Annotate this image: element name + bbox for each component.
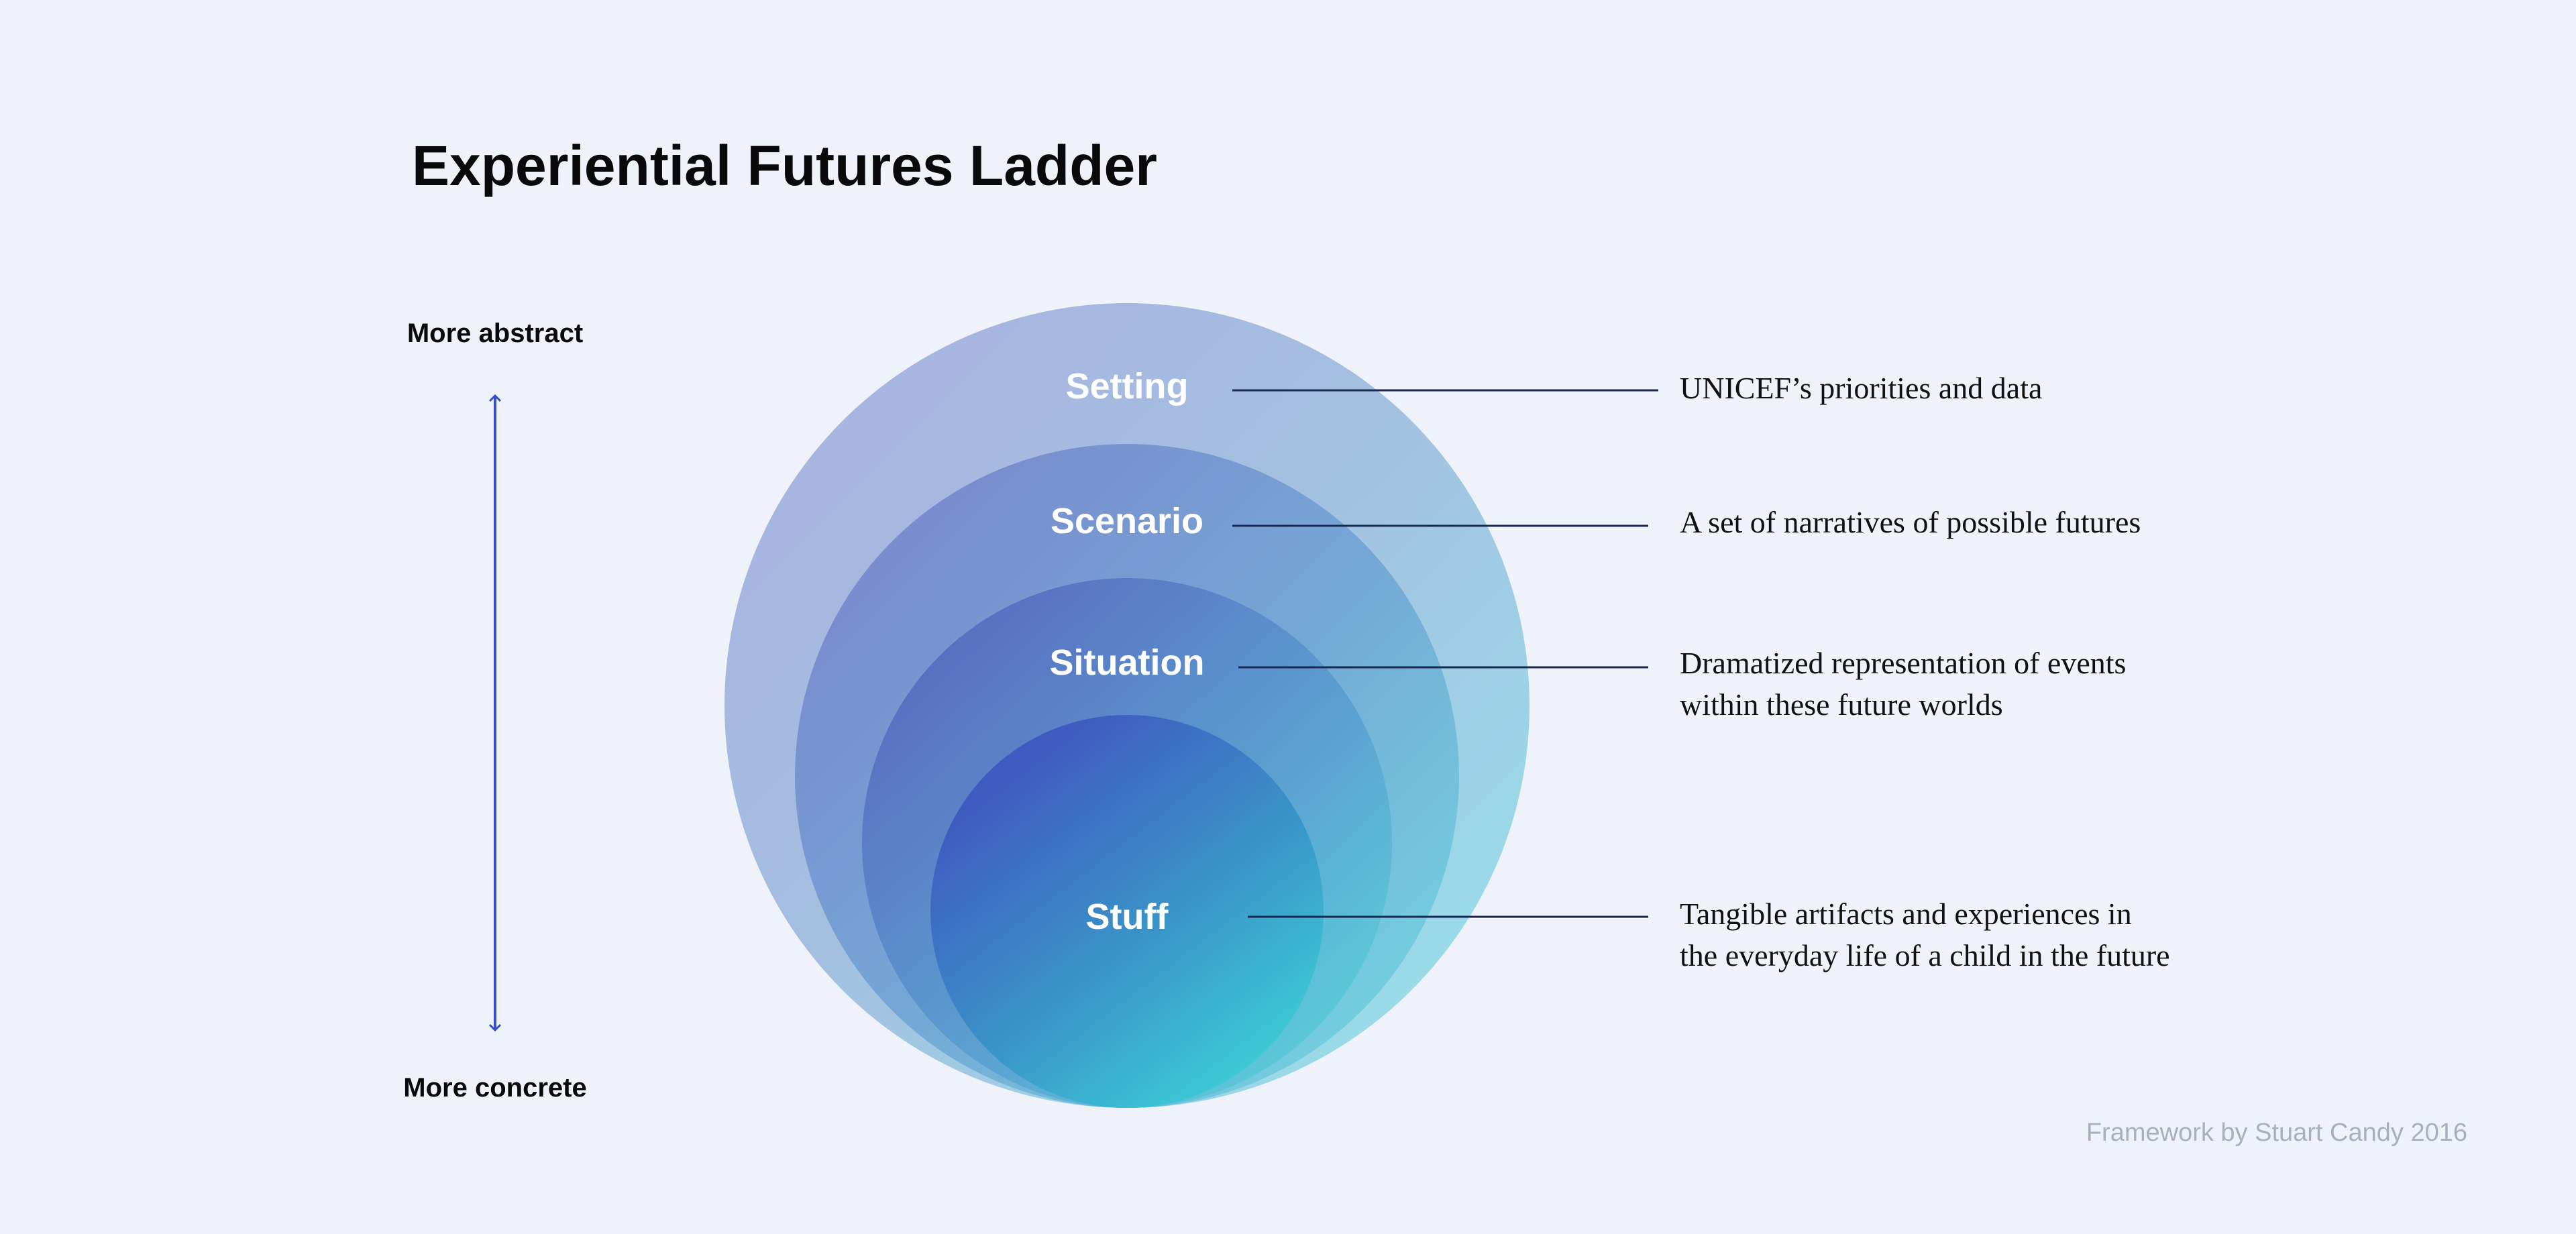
level-description-scenario: A set of narratives of possible futures <box>1680 502 2141 543</box>
description-line: within these future worlds <box>1680 687 2003 722</box>
level-description-stuff: Tangible artifacts and experiences in th… <box>1680 893 2170 976</box>
framework-credit: Framework by Stuart Candy 2016 <box>2086 1119 2467 1147</box>
level-description-setting: UNICEF’s priorities and data <box>1680 368 2042 409</box>
description-line: Dramatized representation of events <box>1680 646 2127 680</box>
level-label-stuff: Stuff <box>1086 897 1169 937</box>
more-concrete-label: More concrete <box>403 1073 587 1103</box>
more-abstract-label: More abstract <box>407 319 584 348</box>
level-label-setting: Setting <box>1066 366 1189 406</box>
description-line: Tangible artifacts and experiences in <box>1680 897 2132 931</box>
description-line: A set of narratives of possible futures <box>1680 505 2141 539</box>
description-line: UNICEF’s priorities and data <box>1680 371 2043 405</box>
level-label-scenario: Scenario <box>1051 501 1203 541</box>
description-line: the everyday life of a child in the futu… <box>1680 938 2170 972</box>
level-label-situation: Situation <box>1050 642 1205 683</box>
page-title: Experiential Futures Ladder <box>412 134 1157 197</box>
circle-stuff <box>930 715 1324 1108</box>
level-description-situation: Dramatized representation of events with… <box>1680 642 2126 726</box>
